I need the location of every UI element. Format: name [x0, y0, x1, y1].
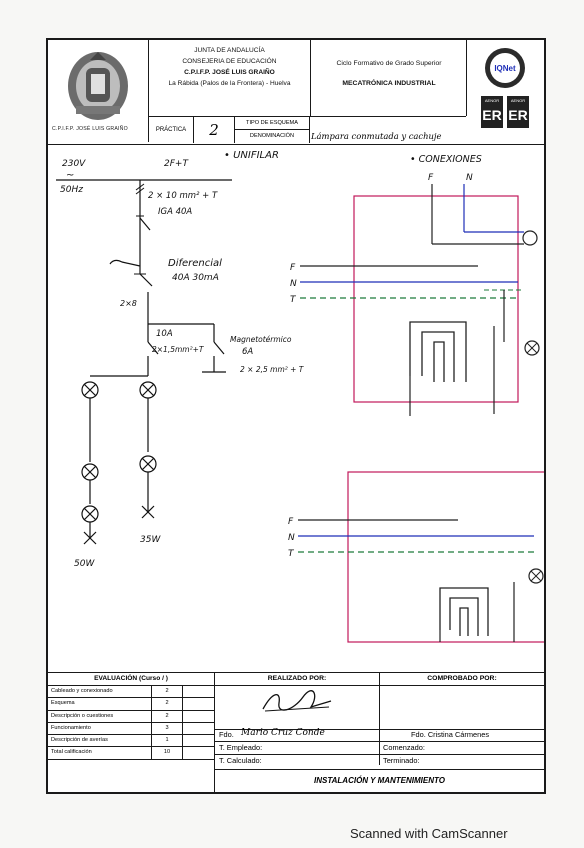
eval-score: 2: [151, 710, 182, 722]
sheet-footer: EVALUACIÓN (Curso / ) Cableado y conexio…: [48, 672, 544, 793]
evaluation-row: Descripción o cuestiones 2: [48, 710, 214, 723]
top-neutral-label: N: [466, 173, 473, 183]
mcb2-rating: 6A: [242, 347, 253, 357]
certification-logos: IQNet AENOR AENOR ER ER: [467, 40, 544, 142]
evaluation-title: EVALUACIÓN (Curso / ): [48, 673, 214, 686]
d1-neutral-label: N: [290, 279, 297, 289]
mcb1-cable: 2×1,5mm²+T: [152, 345, 205, 354]
differential-rating: 40A 30mA: [172, 273, 219, 283]
svg-text:ER: ER: [482, 107, 501, 123]
eval-score: 2: [151, 686, 182, 698]
mcb2-cable: 2 × 2,5 mm² + T: [240, 365, 305, 374]
scanner-watermark: Scanned with CamScanner: [350, 826, 508, 841]
cert-iqnet: IQNet: [494, 64, 516, 73]
d2-neutral-label: N: [288, 533, 295, 543]
school-seal-icon: [68, 52, 128, 120]
institution-line3: C.P.I.F.P. JOSÉ LUIS GRAIÑO: [184, 69, 275, 76]
institution-block: JUNTA DE ANDALUCÍA CONSEJERIA DE EDUCACI…: [149, 40, 311, 116]
iga-label: IGA 40A: [158, 207, 192, 217]
cert-aenor-left: AENOR: [485, 98, 499, 103]
supply-voltage: 230V: [62, 159, 86, 169]
supply-conductors: 2F+T: [164, 159, 189, 169]
realizado-label: REALIZADO POR:: [215, 673, 380, 686]
fdo-prefix: Fdo.: [219, 730, 234, 739]
eval-label: Esquema: [51, 700, 75, 707]
evaluation-row: Funcionamiento 3: [48, 722, 214, 736]
mcb2-name: Magnetotérmico: [230, 335, 292, 344]
school-logo-cell: C.P.I.F.P. JOSÉ LUIS GRAIÑO: [48, 40, 149, 142]
institution-line4: La Rábida (Palos de la Frontera) - Huelv…: [168, 80, 291, 87]
calculado-label: T. Calculado:: [219, 756, 262, 765]
eval-label: Total calificación: [51, 749, 92, 756]
cycle-title: Ciclo Formativo de Grado Superior: [336, 60, 442, 67]
eval-score: 10: [151, 747, 182, 759]
specialty-title: MECATRÓNICA INDUSTRIAL: [342, 80, 436, 87]
footer-title: INSTALACIÓN Y MANTENIMIENTO: [215, 769, 544, 794]
supply-tilde: ~: [66, 170, 74, 181]
cert-aenor-right: AENOR: [511, 98, 525, 103]
school-caption: C.P.I.F.P. JOSÉ LUIS GRAIÑO: [52, 126, 128, 132]
d1-phase-label: F: [290, 263, 296, 273]
institution-line2: CONSEJERIA DE EDUCACIÓN: [182, 58, 277, 65]
differential-name: Diferencial: [168, 258, 222, 269]
conexiones-diagram-2: F N T: [288, 471, 544, 643]
unifilar-title: • UNIFILAR: [224, 150, 279, 161]
supply-frequency: 50Hz: [60, 185, 83, 195]
lamp-symbols: [81, 381, 157, 545]
sheet-header: C.P.I.F.P. JOSÉ LUIS GRAIÑO JUNTA DE AND…: [48, 40, 544, 145]
empleado-label: T. Empleado:: [219, 743, 263, 752]
fdo-checker: Fdo. Cristina Cármenes: [411, 730, 490, 739]
eval-label: Cableado y conexionado: [51, 688, 113, 694]
evaluation-table: EVALUACIÓN (Curso / ) Cableado y conexio…: [48, 673, 215, 793]
mcb1-rating: 10A: [156, 329, 173, 339]
load-right-label: 35W: [140, 535, 161, 545]
evaluation-row: Esquema 2: [48, 698, 214, 711]
eval-label: Descripción o cuestiones: [51, 712, 114, 719]
signature-block: REALIZADO POR: COMPROBADO POR: Fdo. Mari…: [215, 673, 544, 793]
eval-score: 2: [151, 698, 182, 710]
eval-label: Funcionamiento: [51, 724, 91, 731]
fdo-name: Mario Cruz Conde: [241, 728, 325, 738]
institution-line1: JUNTA DE ANDALUCÍA: [194, 47, 265, 54]
denominacion-label: DENOMINACIÓN: [235, 130, 310, 143]
d2-earth-label: T: [288, 549, 295, 559]
d1-earth-label: T: [290, 295, 297, 305]
certification-icon: IQNet AENOR AENOR ER ER: [481, 48, 529, 128]
handwritten-signature-icon: [262, 690, 332, 712]
differential-cable: 2×8: [120, 299, 137, 308]
evaluation-row: Descripción de averías 1: [48, 735, 214, 748]
terminado-label: Terminado:: [383, 756, 420, 765]
practice-info-row: PRÁCTICA 2 TIPO DE ESQUEMA DENOMINACIÓN …: [149, 116, 466, 143]
conexiones-diagram-1: F N T: [290, 184, 540, 416]
eval-score: 1: [151, 735, 182, 747]
evaluation-row: Cableado y conexionado 2: [48, 686, 214, 699]
eval-score: 3: [151, 722, 182, 735]
cycle-block: Ciclo Formativo de Grado Superior MECATR…: [312, 40, 467, 116]
practice-sheet: C.P.I.F.P. JOSÉ LUIS GRAIÑO JUNTA DE AND…: [46, 38, 546, 794]
d2-phase-label: F: [288, 517, 294, 527]
practica-label: PRÁCTICA: [149, 117, 194, 143]
load-left-label: 50W: [74, 559, 95, 569]
supply-section: 2 × 10 mm² + T: [148, 191, 218, 201]
comenzado-label: Comenzado:: [383, 743, 425, 752]
tipo-esquema-label: TIPO DE ESQUEMA: [235, 117, 310, 130]
eval-label: Descripción de averías: [51, 737, 108, 744]
denominacion-value: Lámpara conmutada y cachuje: [311, 131, 442, 141]
wiring-drawing: • UNIFILAR 230V ~ 50Hz 2F+T 2 × 10 mm² +…: [56, 150, 544, 643]
svg-text:ER: ER: [508, 107, 527, 123]
top-phase-label: F: [428, 173, 434, 183]
practica-number: 2: [194, 117, 235, 143]
conexiones-title: • CONEXIONES: [410, 154, 482, 165]
comprobado-label: COMPROBADO POR:: [380, 673, 544, 686]
evaluation-row: Total calificación 10: [48, 747, 214, 760]
